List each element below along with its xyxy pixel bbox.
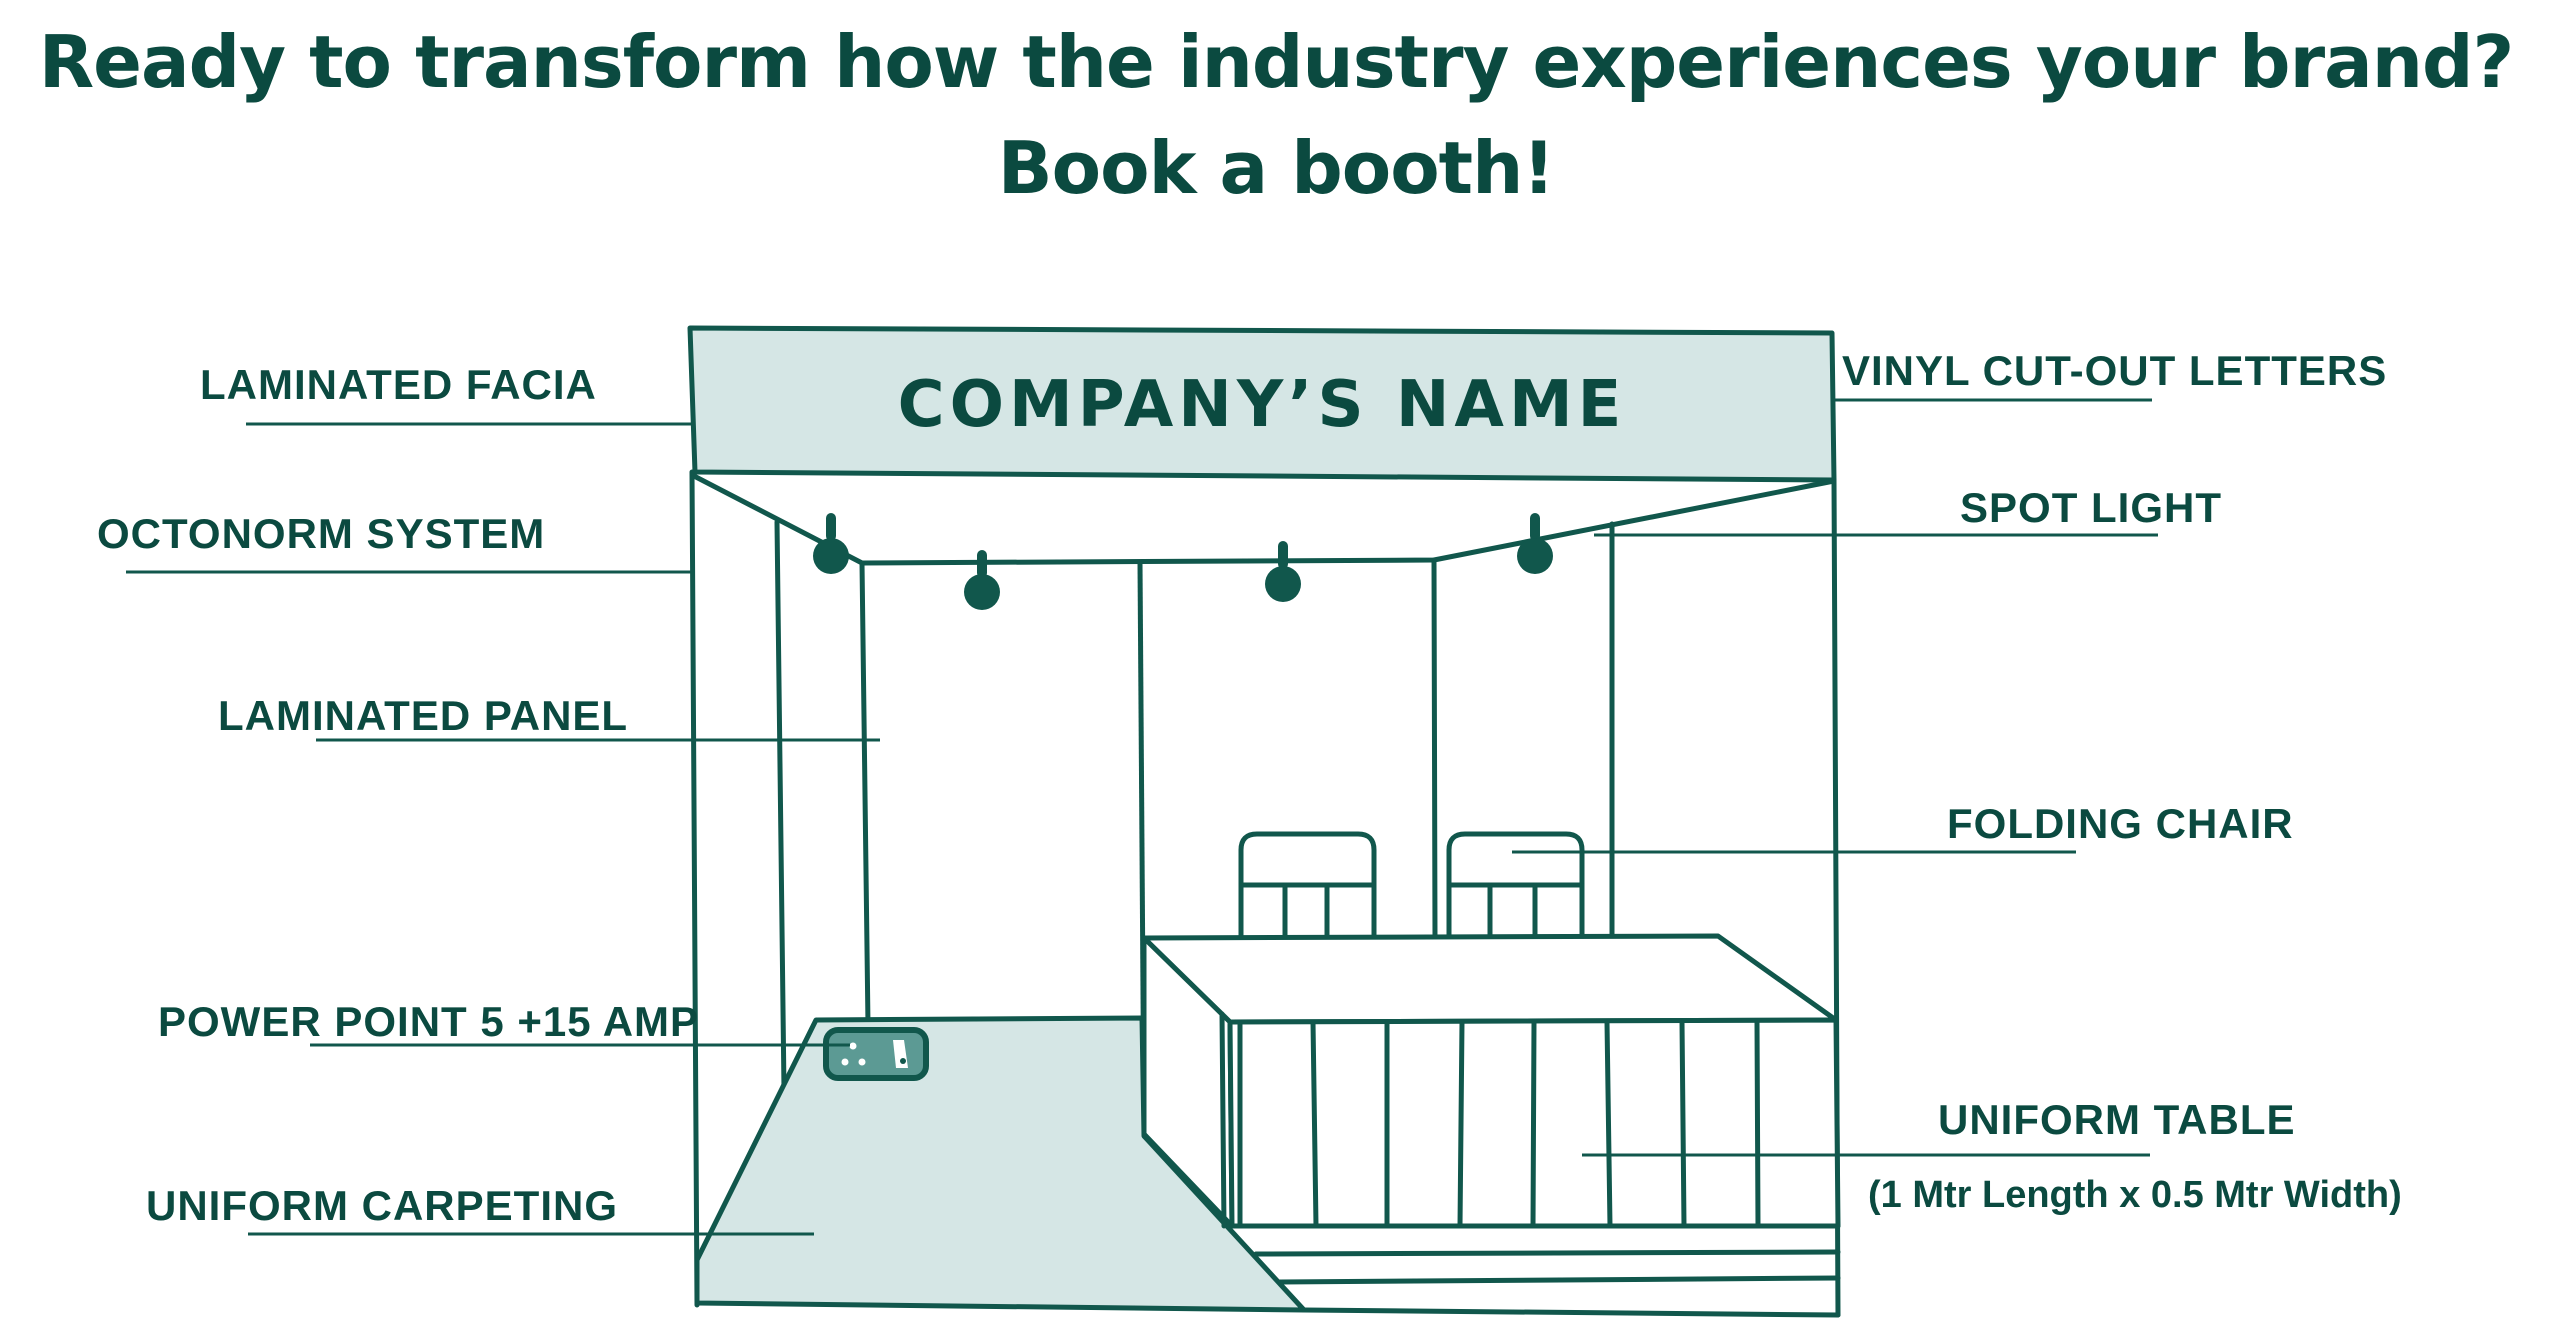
platform-line	[1301, 1307, 1841, 1318]
label-uniform-table: UNIFORM TABLE	[1938, 1096, 2296, 1143]
ceiling-frame	[691, 473, 1837, 566]
spot-light-4	[1517, 513, 1553, 574]
platform-line	[1253, 1249, 1841, 1257]
left-post	[689, 469, 700, 1308]
label-laminated-panel: LAMINATED PANEL	[218, 692, 628, 739]
platform-line	[1277, 1275, 1841, 1285]
folding-chair-right	[1446, 831, 1585, 941]
company-name: COMPANY’S NAME	[898, 368, 1627, 442]
headline-line-2: Book a booth!	[997, 126, 1555, 210]
table-slats	[1219, 1011, 1761, 1229]
label-vinyl-letters: VINYL CUT-OUT LETTERS	[1842, 347, 2387, 394]
spot-light-3	[1265, 541, 1301, 602]
table-top	[1141, 933, 1839, 1025]
panel-post	[774, 519, 787, 1093]
label-folding-chair: FOLDING CHAIR	[1947, 800, 2294, 847]
panel-post	[859, 560, 871, 1028]
spot-light-2	[964, 550, 1000, 610]
label-power-point: POWER POINT 5 +15 AMP	[158, 998, 699, 1045]
label-octonorm-system: OCTONORM SYSTEM	[97, 510, 545, 557]
spot-light-1	[813, 513, 849, 574]
label-uniform-carpeting: UNIFORM CARPETING	[146, 1182, 618, 1229]
power-point	[823, 1027, 929, 1081]
label-spot-light: SPOT LIGHT	[1960, 484, 2222, 531]
label-laminated-facia: LAMINATED FACIA	[200, 361, 597, 408]
folding-chair-left	[1238, 831, 1377, 941]
panel-post	[1431, 557, 1438, 941]
label-uniform-table-dims: (1 Mtr Length x 0.5 Mtr Width)	[1868, 1174, 2402, 1216]
headline-line-1: Ready to transform how the industry expe…	[38, 20, 2515, 104]
